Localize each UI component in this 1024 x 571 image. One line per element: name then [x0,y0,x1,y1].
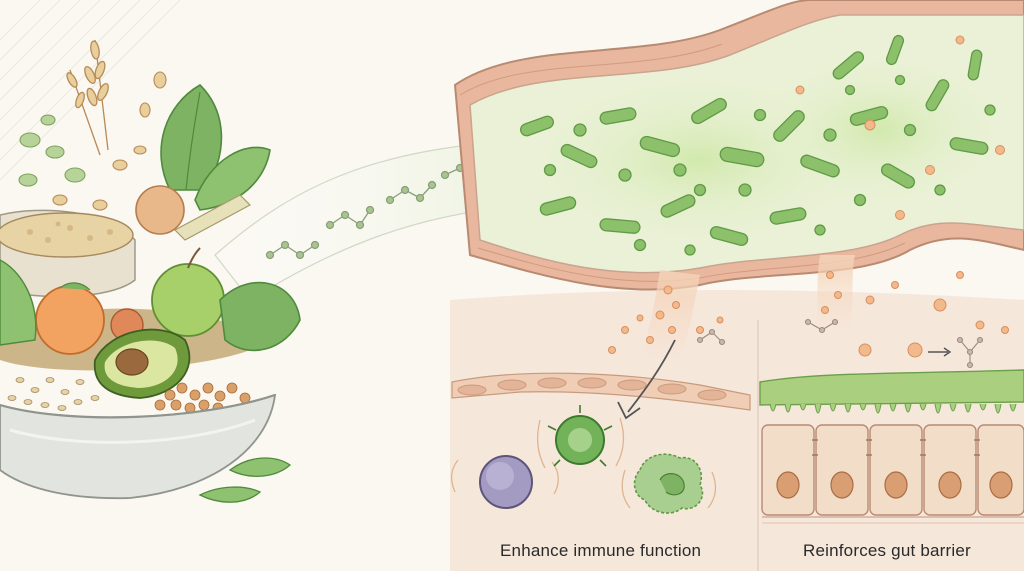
epithelial-lining [451,372,751,411]
metabolite-particles [795,35,1005,220]
epithelial-cell-icon [761,424,1024,524]
root-vegetable [135,185,185,235]
metabolite-drip [608,255,1009,369]
leafy-greens-icon [160,84,271,241]
mucus-layer [759,369,1024,414]
caption-gut-barrier: Reinforces gut barrier [803,541,971,560]
caption-immune-function: Enhance immune function [500,541,702,560]
gut-lumen-icon [453,0,1024,291]
leaf [198,457,292,503]
apple-icon [151,247,225,337]
avocado-icon [93,328,191,399]
immune-cell-icon [536,405,625,469]
orange [35,285,105,355]
food-bowl-icon [0,209,301,500]
arrow-icon [627,339,676,413]
beans [18,71,167,211]
wheat-icon [66,39,109,156]
bacteria-icon [520,34,996,256]
immune-cell-icon [621,453,717,514]
immune-cell-icon [450,455,559,509]
